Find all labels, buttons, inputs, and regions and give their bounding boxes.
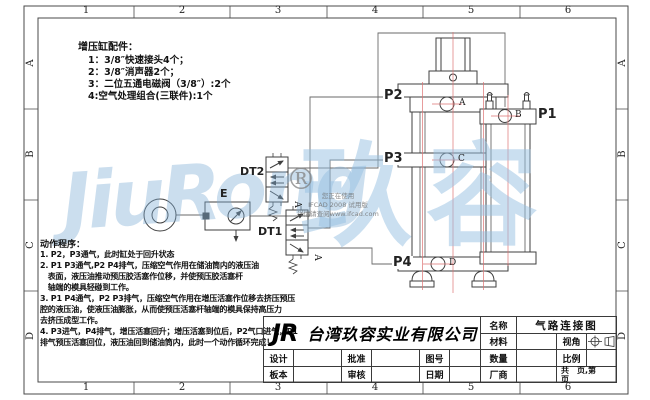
- frame-col-2-bottom: 2: [178, 382, 186, 393]
- field-scale-label: 比例: [556, 349, 587, 367]
- company-name: 台湾玖容实业有限公司: [307, 325, 478, 344]
- procedure-line-7: 去挤压成型工作。: [40, 316, 103, 325]
- frame-row-c-left: C: [25, 241, 36, 249]
- field-vendor-value: [516, 366, 557, 383]
- frame-col-6-bottom: 6: [564, 382, 572, 393]
- field-qty-value: [516, 349, 557, 367]
- field-material-label: 材料: [480, 333, 517, 350]
- air-source-icon: [143, 198, 177, 232]
- field-drawing-no-value: [449, 349, 481, 367]
- drawing-title: 气路连接图: [516, 316, 617, 334]
- accessory-item-4: 4:空气处理组合(三联件):1个: [88, 91, 213, 102]
- frame-col-3-top: 3: [274, 5, 282, 16]
- port-b-letter: B: [515, 110, 522, 120]
- field-design-value: [293, 349, 342, 367]
- air-unit-e-label: E: [220, 187, 228, 200]
- company-logo-cell: JR 台湾玖容实业有限公司: [263, 316, 481, 350]
- procedure-line-2: 2. P1 P3通气,P2 P4排气，压缩空气作用在储油筒内的液压油: [40, 261, 259, 270]
- frame-row-b-left: B: [25, 150, 36, 158]
- procedure-line-8: 4. P3进气，P4排气，增压活塞回升；增压活塞到位后，P2气口进气，P1: [40, 327, 298, 336]
- procedure-line-9: 排气预压活塞回位，液压油回到储油筒内，此时一个动作循环完成！: [40, 338, 274, 347]
- frame-row-d-right: D: [617, 331, 628, 341]
- field-approve-label: 批准: [341, 349, 372, 367]
- port-d-letter: D: [449, 258, 457, 268]
- projection-view-icons: [586, 333, 617, 350]
- frame-col-3-bottom: 3: [274, 382, 282, 393]
- frame-col-5-top: 5: [467, 5, 475, 16]
- field-review-label: 审核: [341, 366, 372, 383]
- frame-row-c-right: C: [617, 241, 628, 249]
- port-c-letter: C: [458, 154, 465, 164]
- centerlines: [422, 32, 520, 293]
- field-vendor-label: 厂商: [480, 366, 517, 383]
- valve-dt2-label: DT2: [240, 165, 265, 178]
- field-name-label: 名称: [480, 316, 517, 334]
- accessory-item-3: 3：二位五通电磁阀（3/8″）:2个: [88, 79, 231, 90]
- field-view-label: 视角: [556, 333, 587, 350]
- frame-col-1-top: 1: [82, 5, 90, 16]
- field-pages-cell: 共 页,第 页: [556, 365, 617, 384]
- frame-row-b-right: B: [617, 150, 628, 158]
- frame-col-6-top: 6: [564, 5, 572, 16]
- procedure-line-4: 轴端的模具轻碰到工作。: [40, 283, 134, 292]
- accessory-item-2: 2：3/8″消声器2个；: [88, 67, 180, 78]
- port-p3-label: P3: [383, 151, 404, 166]
- frame-col-4-top: 4: [371, 5, 379, 16]
- field-review-value: [371, 366, 420, 383]
- field-material-value: [516, 333, 557, 350]
- field-design-label: 设计: [263, 349, 294, 367]
- jr-logo: JR: [272, 319, 298, 347]
- frame-col-5-bottom: 5: [467, 382, 475, 393]
- pages-line-1: 共 页,第: [561, 365, 597, 375]
- accessories-title: 增压缸配件：: [78, 42, 138, 53]
- field-date-value: [449, 366, 481, 383]
- procedure-line-3: 表面，液压油推动预压胶活塞作位移，并使预压胶活塞杆: [40, 272, 243, 281]
- first-angle-projection-icon: [588, 335, 615, 348]
- frame-col-4-bottom: 4: [371, 382, 379, 393]
- frame-col-2-top: 2: [178, 5, 186, 16]
- procedure-title: 动作程序：: [40, 240, 86, 250]
- field-date-label: 日期: [419, 366, 450, 383]
- field-approve-value: [371, 349, 420, 367]
- air-treatment-unit-icon: [202, 201, 251, 242]
- field-version-value: [293, 366, 342, 383]
- port-p4-label: P4: [392, 255, 413, 270]
- field-version-label: 板本: [263, 366, 294, 383]
- frame-row-a-left: A: [25, 59, 36, 67]
- frame-row-a-right: A: [617, 59, 628, 67]
- frame-row-d-left: D: [25, 331, 36, 341]
- valve-dt2-port-label: A: [291, 201, 302, 208]
- procedure-line-1: 1. P2，P3通气，此时缸处于回升状态: [40, 250, 175, 259]
- field-drawing-no-label: 图号: [419, 349, 450, 367]
- port-a-letter: A: [459, 98, 466, 108]
- procedure-line-5: 3. P1 P4通气，P2 P3排气，压缩空气作用在增压活塞作位移去挤压预压: [40, 294, 296, 303]
- frame-col-1-bottom: 1: [82, 382, 90, 393]
- pages-line-2: 页: [561, 374, 569, 384]
- solenoid-valve-dt1-icon: [285, 206, 309, 275]
- field-qty-label: 数量: [480, 349, 517, 367]
- procedure-line-6: 腔的液压油，使液压油膨胀，从而使预压活塞杆轴端的模具保持高压力: [40, 305, 282, 314]
- valve-dt1-label: DT1: [258, 225, 283, 238]
- solenoid-valve-dt2-icon: [265, 153, 289, 222]
- port-p2-label: P2: [383, 88, 404, 103]
- port-p1-label: P1: [537, 107, 558, 122]
- valve-dt1-port-label: A: [311, 254, 322, 261]
- accessory-item-1: 1：3/8″快速接头4个；: [88, 55, 189, 66]
- field-scale-value: [586, 349, 617, 367]
